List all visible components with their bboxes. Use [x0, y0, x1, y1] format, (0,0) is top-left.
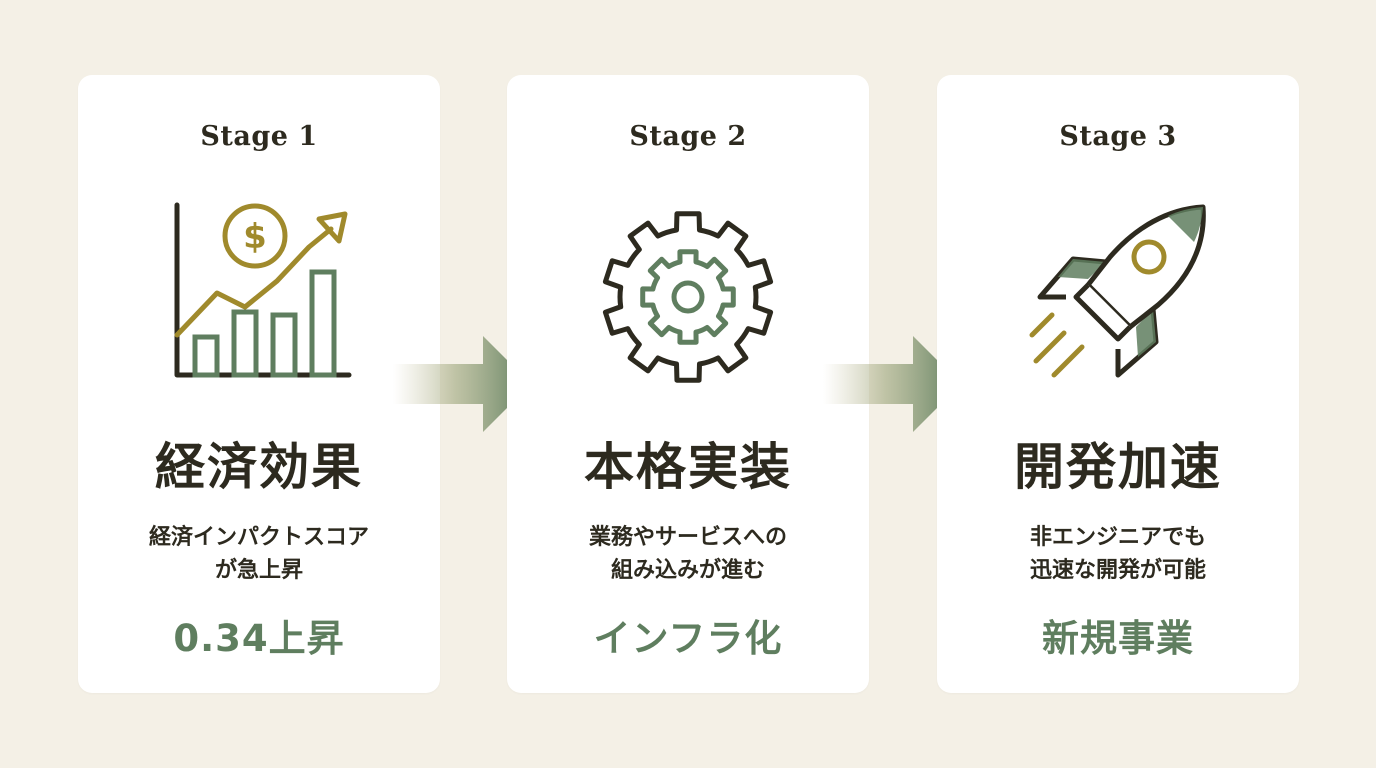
- description-line: 迅速な開発が可能: [1029, 558, 1206, 583]
- stage-card-3: Stage 3 開発加速 非エンジニアでも 迅速な開発が可能 新規事業: [937, 75, 1299, 693]
- description-line: 非エンジニアでも: [1029, 525, 1206, 550]
- growth-chart-dollar-icon: $: [174, 202, 352, 378]
- stage-highlight: 新規事業: [1042, 617, 1194, 660]
- description-line: 経済インパクトスコア: [148, 525, 369, 550]
- arrow-right-icon: [393, 336, 531, 432]
- stage-card-2: Stage 2 本格実装 業務やサービスへの 組み込みが進む インフラ化: [507, 75, 869, 693]
- rocket-icon: [1029, 204, 1206, 378]
- svg-text:$: $: [243, 217, 267, 257]
- description-line: 組み込みが進む: [610, 558, 765, 583]
- stage-title: 本格実装: [584, 437, 792, 496]
- stage-description: 業務やサービスへの 組み込みが進む: [507, 521, 869, 587]
- stage-highlight: インフラ化: [593, 617, 783, 660]
- stage-highlight: 0.34上昇: [173, 617, 345, 660]
- description-line: 業務やサービスへの: [588, 525, 787, 550]
- stage-title: 開発加速: [1014, 437, 1222, 496]
- stage-label: Stage 2: [629, 121, 747, 152]
- stage-card-1: Stage 1 $ 経済効果 経済インパクトスコア が急上昇 0.34上昇: [78, 75, 440, 693]
- stage-description: 非エンジニアでも 迅速な開発が可能: [937, 521, 1299, 587]
- stage-description: 経済インパクトスコア が急上昇: [78, 521, 440, 587]
- stage-label: Stage 3: [1059, 121, 1177, 152]
- gear-icon: [602, 211, 774, 383]
- stage-title: 経済効果: [155, 437, 363, 496]
- description-line: が急上昇: [214, 558, 303, 583]
- arrow-right-icon: [823, 336, 961, 432]
- stage-label: Stage 1: [200, 121, 318, 152]
